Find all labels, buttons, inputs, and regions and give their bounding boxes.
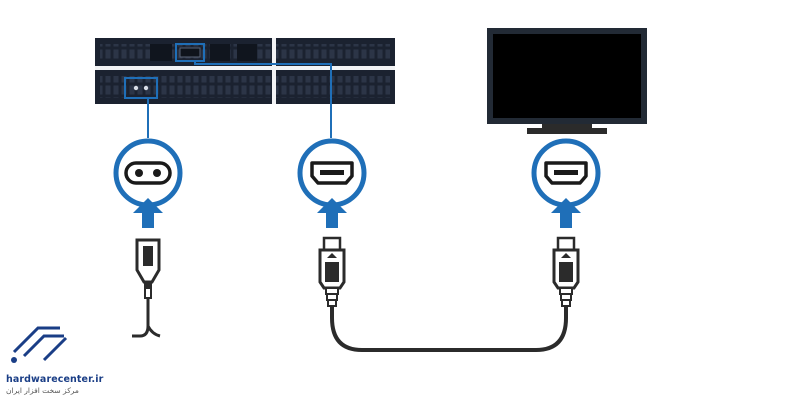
- power-plug-icon: [132, 238, 161, 338]
- power-port-icon: [113, 138, 183, 208]
- tv-icon: [487, 28, 647, 134]
- console-icon: [95, 38, 395, 104]
- watermark-site: hardwarecenter.ir: [6, 374, 104, 385]
- hdmi-plug-icon: [552, 236, 580, 307]
- hdmi-plug-icon: [318, 236, 346, 307]
- hdmi-port-icon-tv: [531, 138, 601, 208]
- site-logo-icon: [11, 326, 68, 363]
- hdmi-cable: [330, 306, 568, 352]
- arrow-up-icon: [133, 198, 581, 228]
- connector-lines: [147, 61, 332, 138]
- watermark-tagline: مرکز سخت افزار ایران: [6, 386, 79, 395]
- hdmi-port-icon-console: [297, 138, 367, 208]
